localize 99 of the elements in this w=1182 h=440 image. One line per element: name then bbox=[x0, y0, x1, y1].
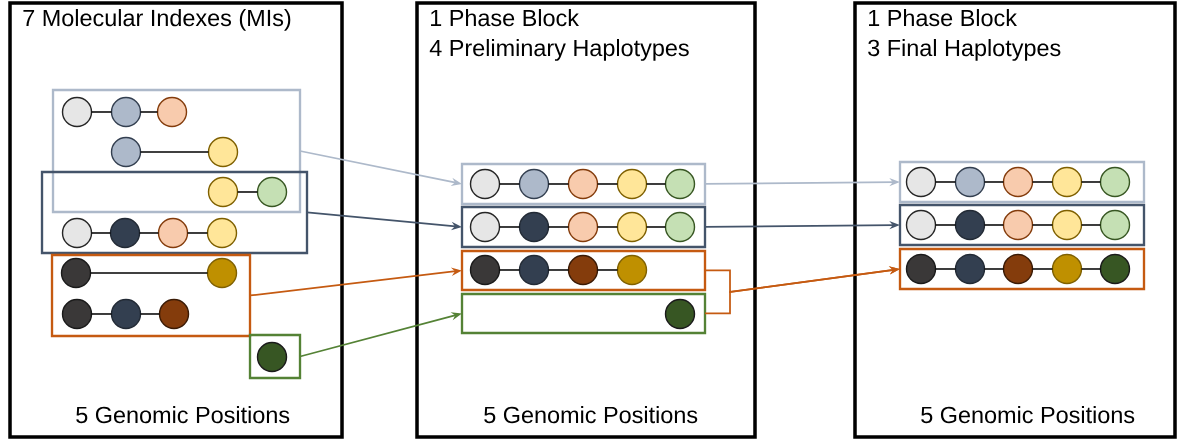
connector-line bbox=[1031, 181, 1054, 183]
footer-text: 5 Genomic Positions bbox=[76, 406, 290, 424]
connector-line bbox=[983, 181, 1005, 183]
circle-marker bbox=[664, 211, 696, 243]
circle-marker bbox=[518, 254, 550, 286]
group-box bbox=[50, 253, 252, 338]
circle-marker bbox=[1099, 209, 1131, 241]
circle-marker bbox=[664, 298, 696, 330]
circle-marker bbox=[1051, 209, 1083, 241]
group-box bbox=[248, 333, 302, 380]
circle-marker bbox=[60, 257, 92, 289]
circle-marker bbox=[1002, 209, 1034, 241]
circle-marker bbox=[206, 217, 238, 249]
group-box bbox=[40, 170, 309, 255]
circle-marker bbox=[567, 211, 599, 243]
connector-line bbox=[186, 232, 209, 234]
circle-marker bbox=[1099, 166, 1131, 198]
connector-line bbox=[645, 226, 667, 228]
circle-marker bbox=[905, 166, 937, 198]
connector-line bbox=[547, 183, 570, 185]
connector-line bbox=[90, 232, 112, 234]
connector-line bbox=[139, 313, 161, 315]
circle-marker bbox=[905, 209, 937, 241]
circle-marker bbox=[954, 253, 986, 285]
group-box bbox=[460, 292, 707, 335]
connector-line bbox=[1080, 224, 1102, 226]
circle-marker bbox=[1051, 253, 1083, 285]
group-box bbox=[460, 205, 707, 249]
circle-marker bbox=[954, 209, 986, 241]
heading-text: 3 Final Haplotypes bbox=[868, 39, 1061, 61]
circle-marker bbox=[469, 168, 501, 200]
connector-line bbox=[498, 269, 521, 271]
circle-marker bbox=[616, 211, 648, 243]
connector-line bbox=[596, 183, 619, 185]
heading-text: 1 Phase Block bbox=[431, 9, 579, 27]
circle-marker bbox=[567, 168, 599, 200]
circle-marker bbox=[469, 254, 501, 286]
circle-marker bbox=[207, 176, 239, 208]
connector-line bbox=[983, 224, 1005, 226]
heading-text: 4 Preliminary Haplotypes bbox=[429, 39, 689, 61]
circle-marker bbox=[954, 166, 986, 198]
connector-line bbox=[934, 224, 957, 226]
connector-line bbox=[1080, 268, 1102, 270]
connector-line bbox=[139, 111, 159, 113]
group-box bbox=[51, 88, 302, 214]
circle-marker bbox=[61, 298, 93, 330]
heading-text: 7 Molecular Indexes (MIs) bbox=[23, 9, 291, 31]
circle-marker bbox=[1051, 166, 1083, 198]
connector-line bbox=[547, 226, 570, 228]
circle-marker bbox=[518, 168, 550, 200]
circle-marker bbox=[110, 136, 142, 168]
circle-marker bbox=[518, 211, 550, 243]
footer-text: 5 Genomic Positions bbox=[921, 406, 1135, 424]
circle-marker bbox=[61, 217, 93, 249]
connector-line bbox=[498, 183, 521, 185]
circle-marker bbox=[110, 96, 142, 128]
connector-line bbox=[90, 111, 113, 113]
connector-line bbox=[139, 151, 210, 153]
group-box bbox=[898, 203, 1146, 247]
footer-text: 5 Genomic Positions bbox=[484, 406, 698, 424]
circle-marker bbox=[61, 96, 93, 128]
group-box bbox=[460, 162, 707, 206]
circle-marker bbox=[616, 168, 648, 200]
circle-marker bbox=[469, 211, 501, 243]
heading-text: 1 Phase Block bbox=[869, 9, 1017, 27]
connector-line bbox=[89, 272, 209, 274]
connector-line bbox=[236, 191, 259, 193]
circle-marker bbox=[157, 217, 189, 249]
circle-marker bbox=[109, 217, 141, 249]
connector-line bbox=[1031, 224, 1054, 226]
circle-marker bbox=[905, 253, 937, 285]
connector-line bbox=[983, 268, 1005, 270]
connector-line bbox=[934, 181, 957, 183]
circle-marker bbox=[256, 341, 288, 373]
group-box bbox=[898, 247, 1146, 291]
circle-marker bbox=[207, 136, 239, 168]
connector-line bbox=[90, 313, 113, 315]
circle-marker bbox=[616, 254, 648, 286]
circle-marker bbox=[664, 168, 696, 200]
connector-line bbox=[138, 232, 160, 234]
circle-marker bbox=[1002, 253, 1034, 285]
group-box bbox=[460, 249, 707, 292]
circle-marker bbox=[256, 176, 288, 208]
connector-line bbox=[645, 183, 667, 185]
connector-line bbox=[1031, 268, 1054, 270]
group-box bbox=[898, 160, 1146, 204]
circle-marker bbox=[110, 298, 142, 330]
connector-line bbox=[596, 269, 619, 271]
connector-line bbox=[596, 226, 619, 228]
circle-marker bbox=[1002, 166, 1034, 198]
circle-marker bbox=[1099, 253, 1131, 285]
circle-marker bbox=[206, 257, 238, 289]
connector-line bbox=[1080, 181, 1102, 183]
connector-line bbox=[498, 226, 521, 228]
circle-marker bbox=[156, 96, 188, 128]
connector-line bbox=[547, 269, 570, 271]
circle-marker bbox=[567, 254, 599, 286]
connector-line bbox=[934, 268, 957, 270]
circle-marker bbox=[158, 298, 190, 330]
